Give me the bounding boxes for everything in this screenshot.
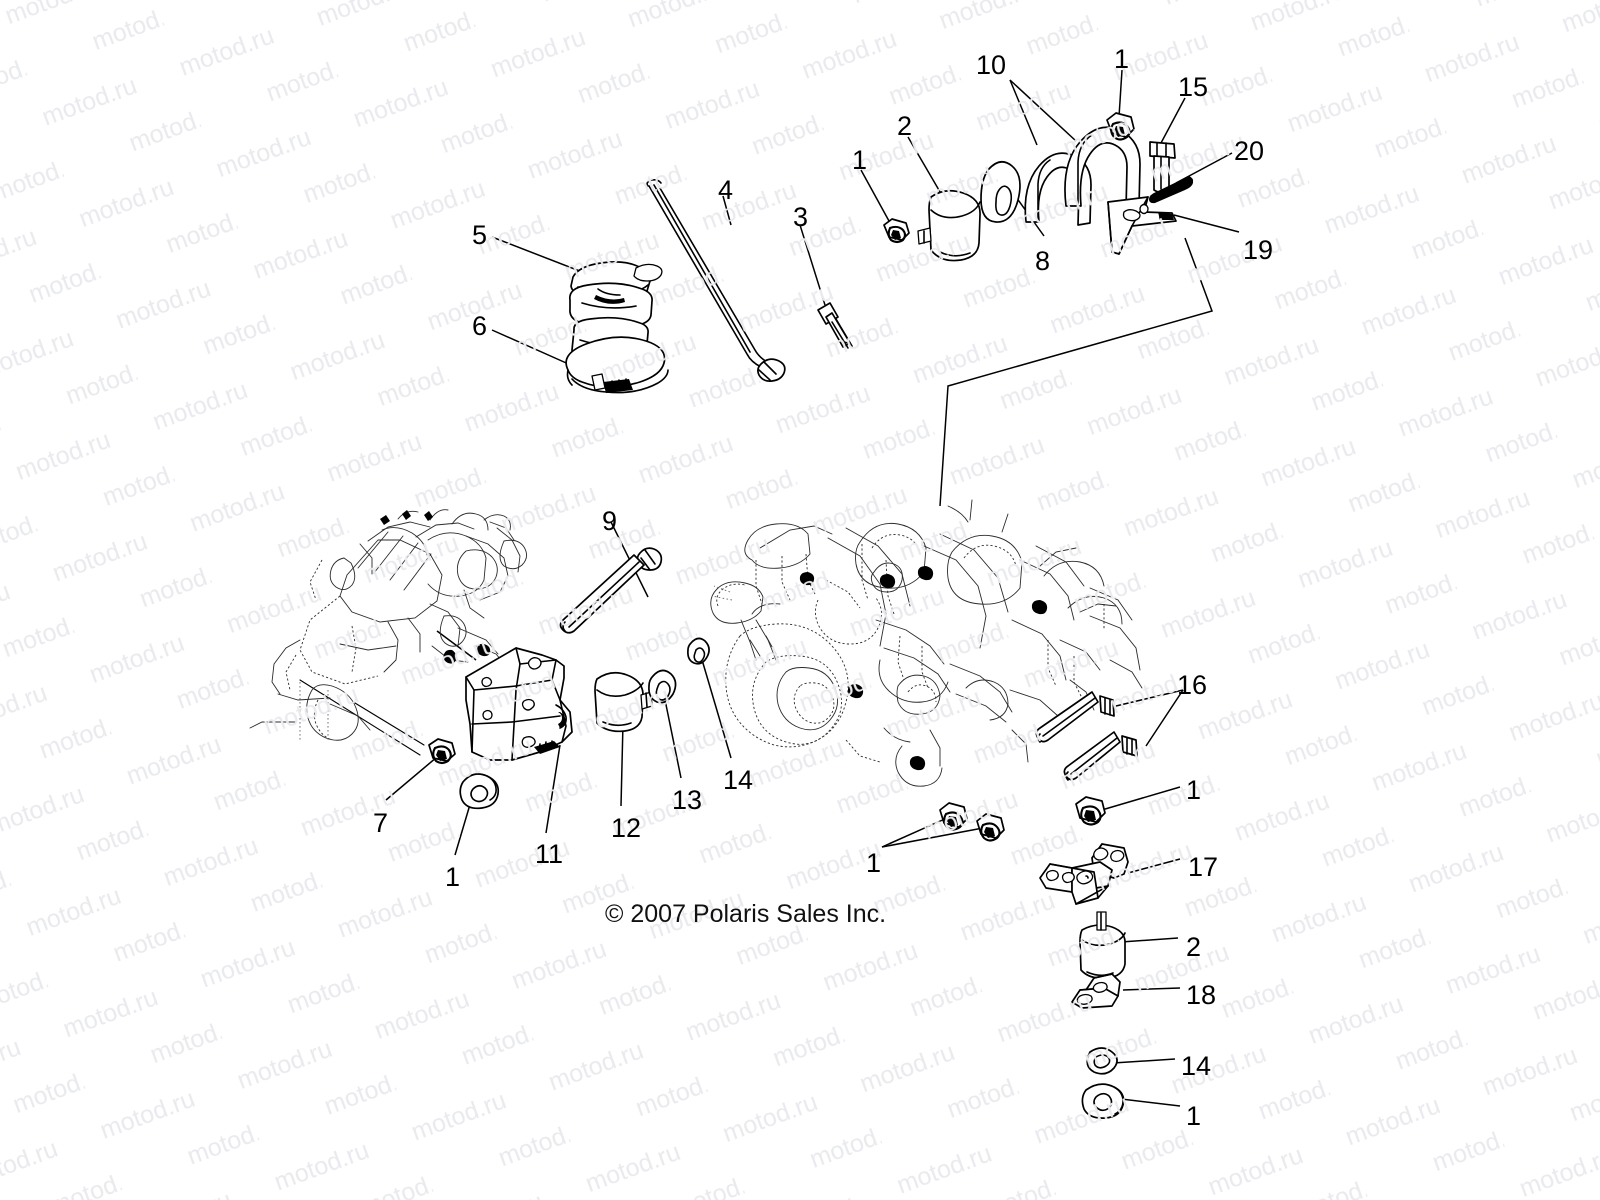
callout-14-mid: 14 <box>723 765 754 795</box>
callout-17: 17 <box>1188 852 1219 882</box>
callout-1-bottom-left: 1 <box>445 862 461 892</box>
callout-5: 5 <box>472 220 488 250</box>
callout-16: 16 <box>1177 670 1208 700</box>
callout-1-top: 1 <box>1114 44 1130 74</box>
callout-7: 7 <box>373 808 389 838</box>
callout-20: 20 <box>1234 136 1265 166</box>
callout-2-top: 2 <box>897 111 913 141</box>
callout-4: 4 <box>718 175 734 205</box>
callout-9: 9 <box>602 506 618 536</box>
callout-1-bottom-center: 1 <box>866 848 882 878</box>
callout-11: 11 <box>535 839 564 869</box>
callout-6: 6 <box>472 311 488 341</box>
callout-1-upper: 1 <box>852 145 868 175</box>
callout-8: 8 <box>1035 246 1051 276</box>
callout-10: 10 <box>976 50 1007 80</box>
callout-1-right: 1 <box>1186 775 1202 805</box>
callout-12: 12 <box>611 813 642 843</box>
callout-19: 19 <box>1243 235 1274 265</box>
callout-1-bottom: 1 <box>1186 1101 1202 1131</box>
callout-13: 13 <box>672 785 703 815</box>
copyright-notice: © 2007 Polaris Sales Inc. <box>605 900 887 928</box>
callout-3: 3 <box>793 202 809 232</box>
callout-18: 18 <box>1186 980 1217 1010</box>
callout-15: 15 <box>1178 72 1209 102</box>
callout-2-bottom: 2 <box>1186 932 1202 962</box>
callout-14-bottom: 14 <box>1181 1051 1212 1081</box>
